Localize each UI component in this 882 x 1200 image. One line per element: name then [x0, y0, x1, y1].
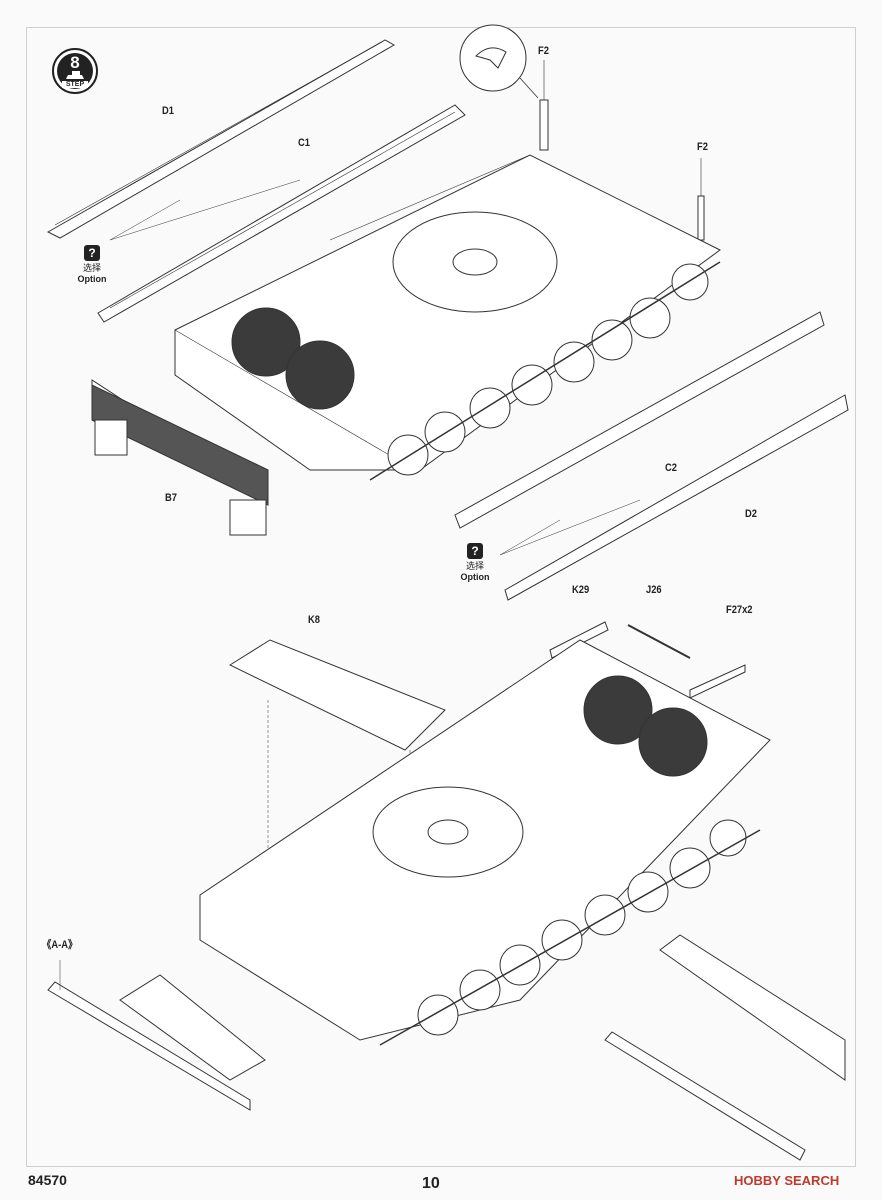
label-k8: K8	[308, 614, 320, 626]
option-label-cn: 选择	[82, 263, 101, 273]
part-f2-right	[697, 195, 705, 241]
dozer-blade-right	[604, 934, 846, 1161]
part-f27	[689, 664, 746, 699]
upper-road-wheels	[387, 263, 709, 476]
label-f2-right: F2	[697, 141, 708, 153]
part-d1-rail	[46, 39, 396, 239]
part-f2-top	[539, 99, 549, 151]
part-d2-rail	[504, 394, 849, 601]
label-c1: C1	[298, 137, 310, 149]
label-view-a-a: 《A-A》	[42, 939, 78, 951]
label-k29: K29	[572, 584, 590, 596]
dozer-blade-left	[47, 960, 266, 1111]
part-k8-plate	[228, 639, 446, 751]
option-marker-lower: ? 选择 Option	[455, 543, 495, 583]
part-c1-rail	[97, 104, 466, 323]
label-b7: B7	[165, 492, 177, 504]
option-label-en: Option	[460, 572, 490, 582]
page-frame	[26, 27, 856, 1167]
part-c2-rail	[454, 311, 825, 529]
label-j26: J26	[646, 584, 662, 596]
option-label-en: Option	[77, 274, 107, 284]
lower-hull	[199, 639, 771, 1041]
label-c2: C2	[665, 462, 677, 474]
label-f2-top: F2	[538, 45, 549, 57]
part-k29	[549, 621, 609, 659]
part-b7-panel	[91, 384, 269, 506]
label-f27: F27x2	[726, 604, 753, 616]
page-number: 10	[422, 1175, 440, 1192]
lower-road-wheels	[417, 819, 747, 1036]
option-marker-upper: ? 选择 Option	[72, 245, 112, 285]
part-j26	[627, 624, 691, 659]
option-question-icon: ?	[467, 543, 483, 559]
watermark: HOBBY SEARCH	[734, 1173, 840, 1188]
step-number: 8	[70, 53, 80, 72]
option-question-icon: ?	[84, 245, 100, 261]
step-label: STEP	[62, 81, 88, 88]
upper-hull	[174, 154, 721, 471]
label-d2: D2	[745, 508, 757, 520]
option-label-cn: 选择	[465, 561, 484, 571]
step-badge: 8 STEP	[46, 47, 106, 97]
label-d1: D1	[162, 105, 174, 117]
product-code: 84570	[28, 1172, 67, 1188]
